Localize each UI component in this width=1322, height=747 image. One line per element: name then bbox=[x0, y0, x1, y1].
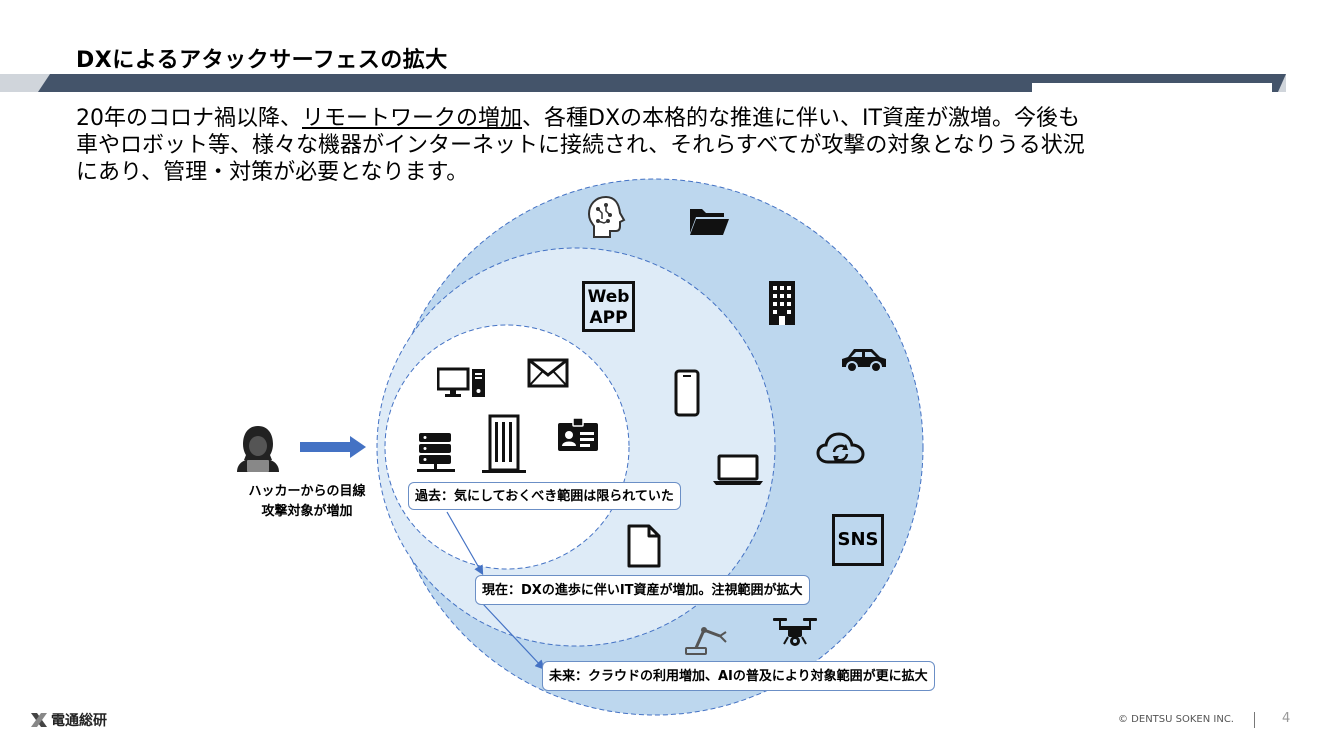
folder-icon bbox=[690, 209, 729, 235]
hacker-label-line1: ハッカーからの目線 bbox=[248, 484, 366, 499]
server-icon bbox=[417, 433, 455, 472]
mail-icon bbox=[527, 358, 569, 388]
sns-icon: SNS bbox=[832, 514, 884, 566]
laptop-icon bbox=[713, 454, 763, 485]
robot-arm-icon bbox=[685, 627, 727, 655]
ai-head-icon bbox=[587, 195, 626, 238]
logo-mark-icon bbox=[31, 713, 47, 727]
callout-future: 未来：クラウドの利用増加、AIの普及により対象範囲が更に拡大 bbox=[542, 661, 935, 691]
footer-divider bbox=[1254, 712, 1255, 728]
id-card-icon bbox=[558, 418, 598, 451]
body-line3: にあり、管理・対策が必要となります。 bbox=[76, 160, 469, 185]
body-line1-post: 、各種DXの本格的な推進に伴い、IT資産が激増。今後も bbox=[522, 106, 1080, 131]
document-icon bbox=[627, 524, 661, 568]
office-building-icon bbox=[482, 414, 526, 473]
title-band-light bbox=[1032, 83, 1272, 92]
body-text: 20年のコロナ禍以降、リモートワークの増加、各種DXの本格的な推進に伴い、IT資… bbox=[76, 105, 1256, 186]
body-line1-underlined: リモートワークの増加 bbox=[302, 106, 523, 131]
body-line2: 車やロボット等、様々な機器がインターネットに接続され、それらすべてが攻撃の対象と… bbox=[76, 133, 1085, 158]
past-to-present-connector bbox=[446, 511, 484, 576]
desktop-pc-icon bbox=[437, 367, 485, 397]
web-app-label-line1: Web bbox=[587, 287, 630, 307]
copyright: © DENTSU SOKEN INC. bbox=[1118, 714, 1234, 725]
web-app-icon: Web APP bbox=[582, 281, 635, 332]
web-app-label-line2: APP bbox=[589, 308, 628, 328]
company-logo: 電通総研 bbox=[30, 710, 107, 730]
logo-text: 電通総研 bbox=[51, 713, 107, 729]
cloud-sync-icon bbox=[816, 432, 865, 464]
present-to-future-connector bbox=[482, 603, 545, 670]
body-line1-pre: 20年のコロナ禍以降、 bbox=[76, 106, 302, 131]
hacker-icon bbox=[237, 426, 279, 472]
drone-icon bbox=[773, 618, 817, 646]
title-band-dark bbox=[38, 74, 1286, 92]
slide-title: DXによるアタックサーフェスの拡大 bbox=[76, 48, 448, 73]
hacker-label-line2: 攻撃対象が増加 bbox=[261, 504, 353, 519]
page-number: 4 bbox=[1282, 711, 1291, 726]
hacker-arrow-head bbox=[350, 436, 366, 458]
hacker-arrow-shaft bbox=[300, 442, 350, 452]
building-icon bbox=[769, 281, 795, 325]
hacker-label: ハッカーからの目線 攻撃対象が増加 bbox=[222, 482, 392, 522]
callout-past: 過去：気にしておくべき範囲は限られていた bbox=[408, 482, 681, 510]
car-icon bbox=[842, 349, 886, 373]
callout-present: 現在：DXの進歩に伴いIT資産が増加。注視範囲が拡大 bbox=[475, 575, 810, 605]
smartphone-icon bbox=[674, 369, 700, 417]
